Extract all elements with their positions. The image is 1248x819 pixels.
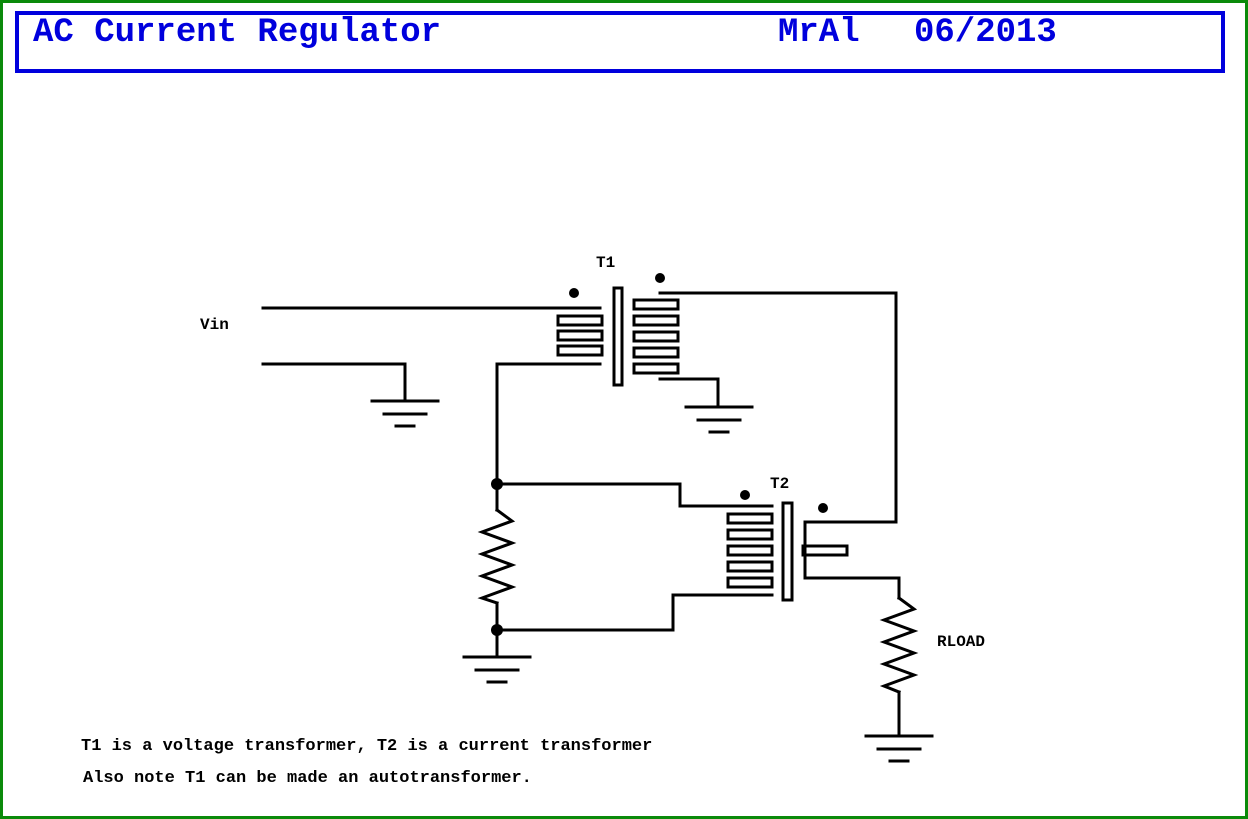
load-resistor bbox=[879, 595, 919, 694]
node-a-to-t2-wire bbox=[495, 482, 774, 508]
t1-primary-polarity-dot bbox=[569, 288, 579, 298]
t2-primary-polarity-dot bbox=[740, 490, 750, 500]
t2-secondary-polarity-dot bbox=[818, 503, 828, 513]
t1-primary-return-wire bbox=[495, 362, 602, 486]
ground-symbol-vin bbox=[370, 399, 440, 428]
t2-to-load-wire bbox=[803, 576, 901, 600]
vin-bottom-wire bbox=[261, 362, 407, 403]
t1-secondary-polarity-dot bbox=[655, 273, 665, 283]
t1-secondary-ground-wire bbox=[658, 377, 720, 409]
t1-core bbox=[612, 286, 624, 387]
ground-symbol-load bbox=[864, 734, 934, 763]
ground-symbol-t1 bbox=[684, 405, 754, 434]
title-box bbox=[15, 11, 1225, 73]
note-line-1: T1 is a voltage transformer, T2 is a cur… bbox=[81, 737, 653, 756]
t2-secondary-winding bbox=[801, 544, 849, 557]
t2-core bbox=[781, 501, 794, 602]
rload-label: RLOAD bbox=[937, 633, 985, 651]
t1-secondary-winding bbox=[632, 298, 680, 375]
t2-primary-winding bbox=[726, 512, 774, 589]
note-line-2: Also note T1 can be made an autotransfor… bbox=[83, 769, 532, 788]
sense-resistor bbox=[477, 507, 517, 605]
t1-primary-winding bbox=[556, 314, 604, 357]
ground-symbol-sense bbox=[462, 655, 532, 684]
node-b-to-t2-wire bbox=[495, 593, 774, 632]
page-title: AC Current Regulator bbox=[33, 14, 442, 52]
author-label: MrAl bbox=[778, 14, 860, 52]
vin-label: Vin bbox=[200, 316, 229, 334]
junction-node-b bbox=[491, 624, 503, 636]
t2-label: T2 bbox=[770, 475, 789, 493]
junction-node-a bbox=[491, 478, 503, 490]
date-label: 06/2013 bbox=[914, 14, 1057, 52]
t1-to-t2-wire bbox=[658, 291, 898, 524]
t1-label: T1 bbox=[596, 254, 615, 272]
